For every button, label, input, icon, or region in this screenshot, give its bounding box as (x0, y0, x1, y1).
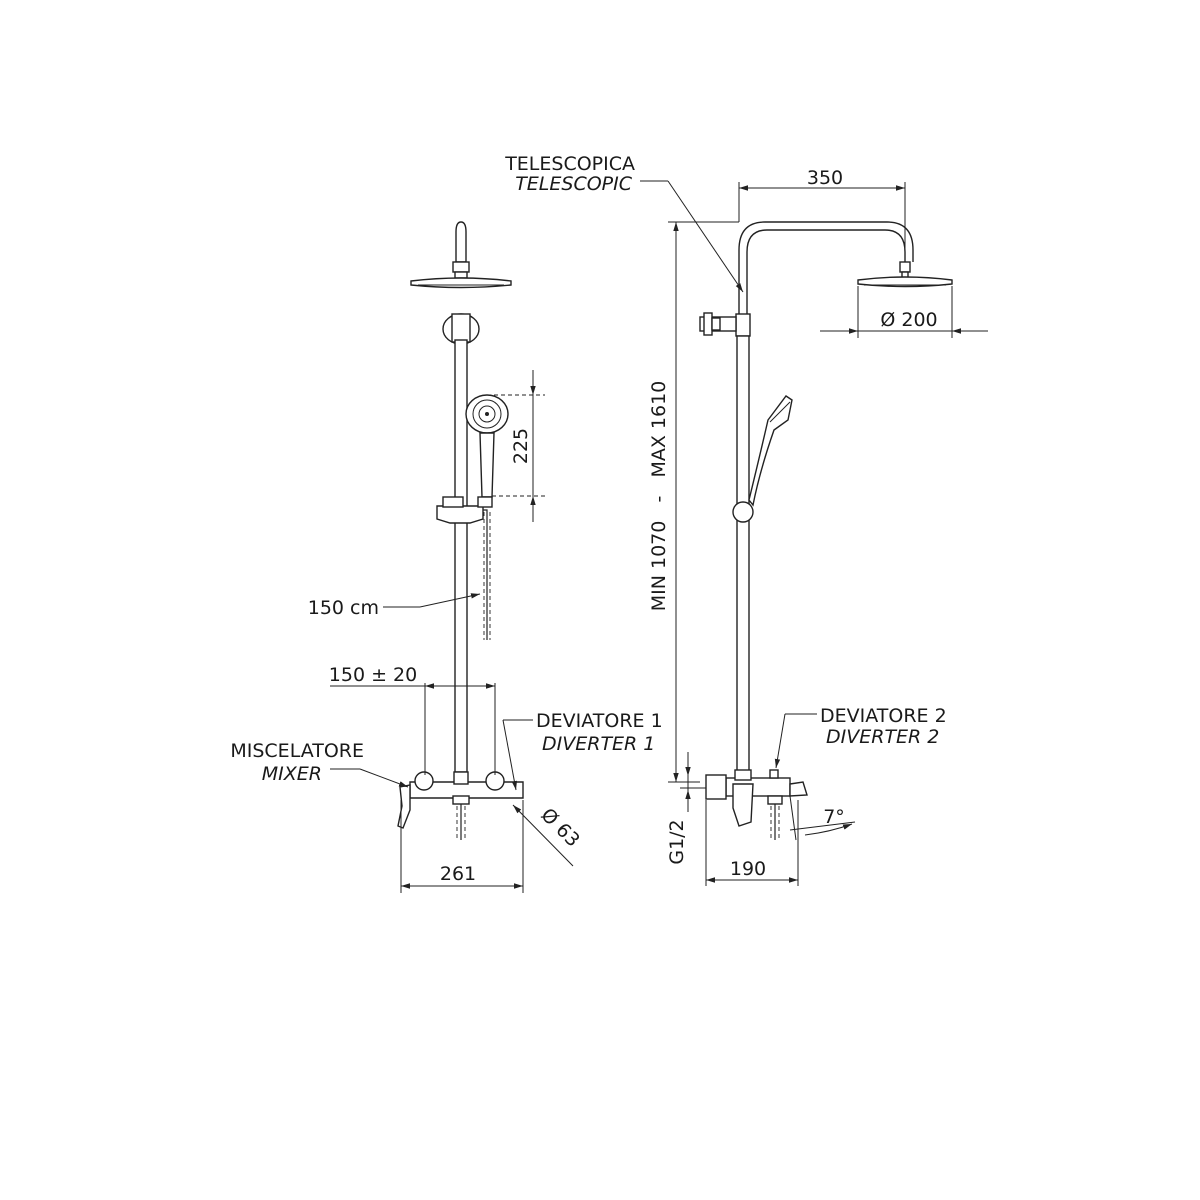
front-head-connector (452, 261, 470, 273)
arm-length-dimension: 350 (807, 167, 843, 189)
depth-dimension: 190 (730, 858, 766, 880)
side-dimensions (640, 180, 988, 886)
diverter1-label-it: DEVIATORE 1 (536, 710, 663, 732)
height-range-dimension: MIN 1070 - MAX 1610 (648, 381, 670, 612)
front-hand-shower-handle (479, 432, 495, 498)
hand-shower-height-dimension: 225 (510, 428, 532, 464)
side-spout (789, 781, 808, 797)
side-riser-pipe (736, 335, 750, 772)
side-mixer-lever (732, 783, 754, 827)
thread-dimension: G1/2 (666, 819, 688, 864)
diverter2-label-it: DEVIATORE 2 (820, 705, 947, 727)
diverter2-label-en: DIVERTER 2 (826, 726, 939, 748)
front-shower-head (410, 277, 512, 289)
telescopic-label-it: TELESCOPICA (504, 153, 635, 175)
side-slider-knob (732, 501, 754, 523)
front-top-nozzle (455, 221, 467, 263)
diverter1-label-en: DIVERTER 1 (542, 733, 655, 755)
side-hand-shower (748, 395, 793, 507)
head-diameter-dimension: Ø 200 (880, 309, 937, 331)
side-view (699, 221, 953, 840)
front-dimensions (330, 370, 574, 893)
front-mixer-knob (414, 771, 434, 791)
inlet-spacing-dimension: 150 ± 20 (329, 664, 417, 686)
mixer-width-dimension: 261 (440, 863, 476, 885)
front-mixer-lever (397, 784, 411, 829)
spout-angle-dimension: 7° (823, 806, 845, 828)
mixer-label-en: MIXER (262, 763, 322, 785)
front-riser-pipe (454, 339, 468, 773)
front-view (397, 221, 524, 840)
side-wall-plate (705, 774, 727, 800)
hose-length-label: 150 cm (308, 597, 379, 619)
front-slider-bracket (436, 505, 484, 524)
handle-diameter-dimension: Ø 63 (536, 804, 583, 851)
side-telescopic-coupling (735, 313, 751, 337)
front-hose (483, 509, 488, 640)
side-shower-head (857, 276, 953, 288)
mixer-label-it: MISCELATORE (230, 740, 364, 762)
telescopic-label-en: TELESCOPIC (515, 173, 633, 195)
side-shower-arm (738, 221, 914, 315)
